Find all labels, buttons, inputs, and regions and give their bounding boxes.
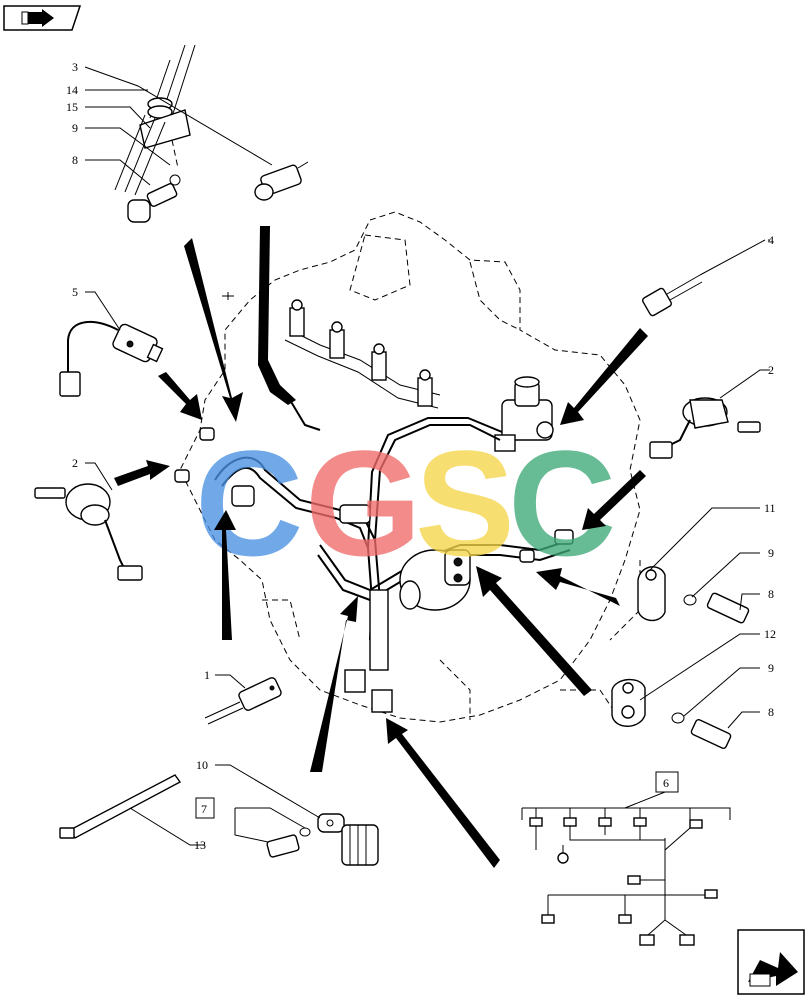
callout-7-box: 7 [195,797,215,819]
watermark-letter-g: G [305,419,422,587]
arrow-harness6-to-connector [386,718,500,868]
next-page-button[interactable] [737,929,805,995]
part-position-sensor-2-left [34,483,143,581]
arrow-sensor3-to-rail [258,226,296,405]
watermark-letter-c1: C [195,419,303,587]
arrow-sensor4-to-pump [560,328,648,425]
part-harness-6-schematic [521,807,731,946]
callout-8b: 8 [768,587,774,601]
watermark: C G S C [195,419,616,587]
leader-lines [84,66,770,846]
arrow-bracket12-to-starter [476,566,592,696]
fuel-pump [494,376,554,452]
arrow-bracket11-to-harness [536,568,620,606]
watermark-letter-s: S [415,419,515,587]
assembly-arrows [114,226,648,868]
next-page-arrow-icon [748,952,798,987]
callout-12: 12 [764,627,776,641]
part-clamp-assembly [114,44,196,223]
callout-6: 6 [663,776,669,790]
callout-8a: 8 [72,153,78,167]
callout-4: 4 [768,233,774,247]
part-bracket-12 [611,678,732,749]
previous-page-arrow-icon [21,9,54,27]
part-bracket-11 [637,566,750,624]
part-speed-sensor-5 [59,320,164,397]
callout-2a: 2 [72,456,78,470]
part-cable-tie-13 [59,774,182,839]
callout-7: 7 [201,802,207,816]
callout-3: 3 [72,60,78,74]
callout-10: 10 [196,758,208,772]
callout-9c: 9 [768,661,774,675]
arrow-sensor1-to-harness [214,510,236,640]
callout-8c: 8 [768,705,774,719]
callout-2b: 2 [768,363,774,377]
part-pressure-sensor-3 [254,161,309,201]
fuel-injector-rail [222,292,441,409]
callout-9b: 9 [768,546,774,560]
starter-motor [399,549,471,611]
arrow-strap-to-harness [310,596,358,772]
part-ground-strap-10 [266,813,379,866]
arrow-right-sensor-to-harness [582,470,646,530]
callout-15: 15 [66,100,78,114]
watermark-letter-c2: C [508,419,616,587]
part-sensor-1 [204,677,282,725]
callout-13: 13 [194,838,206,852]
callout-14: 14 [66,83,78,97]
callout-labels: 3 14 15 9 8 5 2 4 2 11 9 8 12 9 8 1 10 1… [66,60,776,852]
callout-11: 11 [764,501,776,515]
arrow-sensor5-to-harness [158,372,202,420]
part-position-sensor-2-right [649,397,761,459]
callout-9a: 9 [72,121,78,135]
callout-5: 5 [72,285,78,299]
callout-6-box: 6 [655,771,679,793]
arrow-clamp-to-harness [184,238,243,422]
previous-page-button[interactable] [3,5,82,31]
arrow-sensor2-to-harness [114,460,170,486]
callout-1: 1 [204,668,210,682]
part-temperature-sensor-4 [642,239,766,317]
